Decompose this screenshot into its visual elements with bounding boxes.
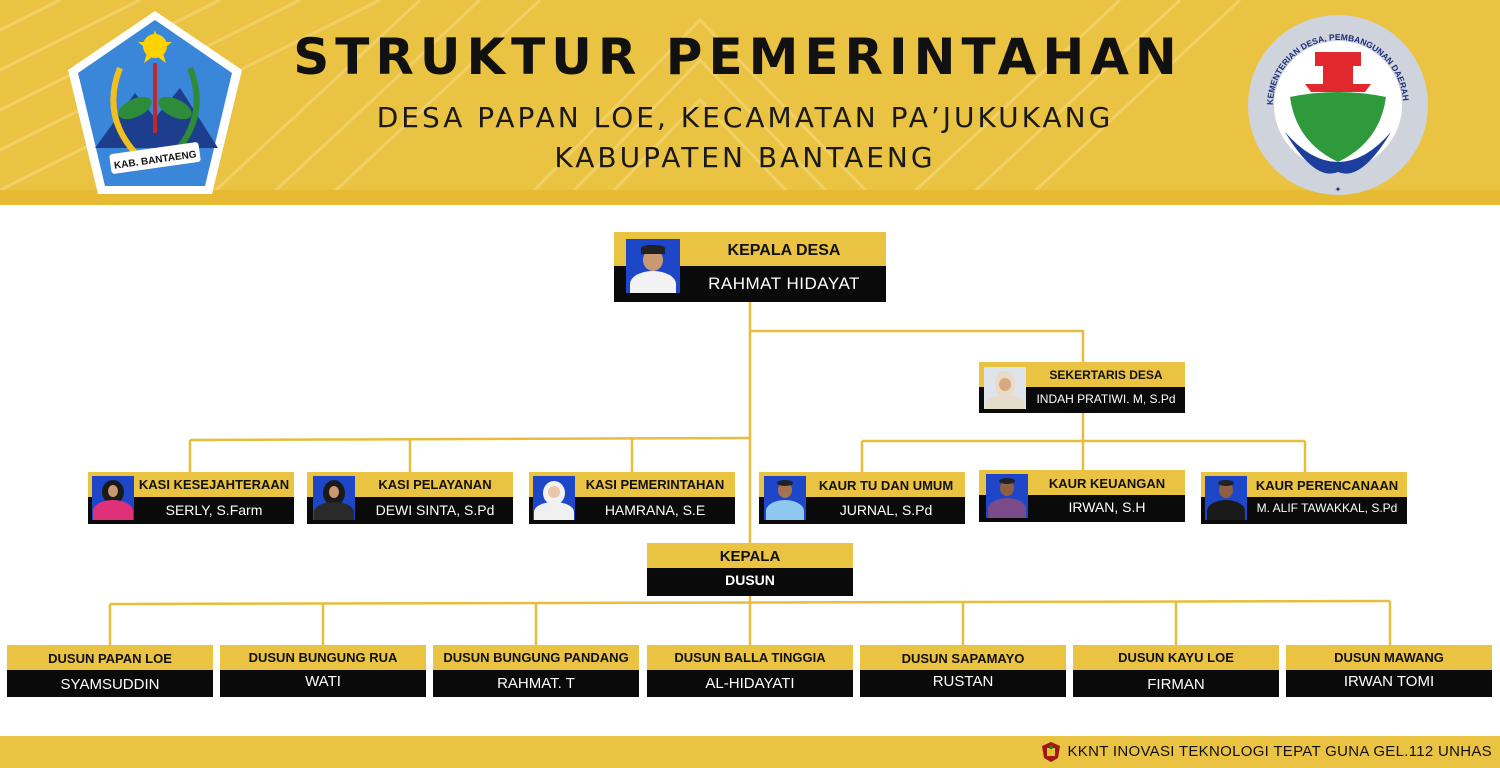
dusun-role: DUSUN BALLA TINGGIA bbox=[674, 650, 826, 665]
kaur-photo bbox=[764, 476, 806, 520]
dusun-card: DUSUN BUNGUNG PANDANG RAHMAT. T bbox=[433, 645, 639, 697]
header-banner: KAB. BANTAENG STRUKTUR PEMERINTAHAN DESA… bbox=[0, 0, 1500, 205]
dusun-name: SYAMSUDDIN bbox=[60, 676, 160, 693]
unhas-emblem-icon bbox=[1042, 742, 1060, 762]
kaur-name: IRWAN, S.H bbox=[1068, 499, 1146, 515]
kaur-card: KAUR TU DAN UMUM JURNAL, S.Pd bbox=[759, 472, 965, 524]
dusun-name: AL-HIDAYATI bbox=[705, 675, 795, 692]
dusun-role: DUSUN KAYU LOE bbox=[1118, 650, 1234, 665]
dusun-role: DUSUN MAWANG bbox=[1334, 650, 1444, 665]
kasi-card: KASI KESEJAHTERAAN SERLY, S.Farm bbox=[88, 472, 294, 524]
sekretaris-name: INDAH PRATIWI. M, S.Pd bbox=[1036, 392, 1176, 406]
kasi-name: DEWI SINTA, S.Pd bbox=[375, 502, 495, 518]
dusun-name: WATI bbox=[305, 673, 341, 690]
kementerian-desa-emblem-icon: KEMENTERIAN DESA, PEMBANGUNAN DAERAH TER… bbox=[1245, 12, 1428, 195]
dusun-card: DUSUN BUNGUNG RUA WATI bbox=[220, 645, 426, 697]
kasi-card: KASI PEMERINTAHAN HAMRANA, S.E bbox=[529, 472, 735, 524]
dusun-card: DUSUN PAPAN LOE SYAMSUDDIN bbox=[7, 645, 213, 697]
kasi-photo bbox=[92, 476, 134, 520]
kasi-name: SERLY, S.Farm bbox=[165, 502, 263, 518]
kab-bantaeng-emblem-icon: KAB. BANTAENG bbox=[68, 11, 242, 194]
kaur-name: M. ALIF TAWAKKAL, S.Pd bbox=[1256, 501, 1398, 515]
kepala-dusun-line2: DUSUN bbox=[725, 572, 775, 588]
kaur-card: KAUR KEUANGAN IRWAN, S.H bbox=[979, 470, 1185, 522]
kaur-photo bbox=[986, 474, 1028, 518]
page-subtitle-line2: KABUPATEN BANTAENG bbox=[554, 141, 936, 174]
kasi-role: KASI PEMERINTAHAN bbox=[585, 477, 725, 492]
page-subtitle-line1: DESA PAPAN LOE, KECAMATAN PA’JUKUKANG bbox=[376, 101, 1114, 134]
kaur-card: KAUR PERENCANAAN M. ALIF TAWAKKAL, S.Pd bbox=[1201, 472, 1407, 524]
kasi-card: KASI PELAYANAN DEWI SINTA, S.Pd bbox=[307, 472, 513, 524]
footer-bar: KKNT INOVASI TEKNOLOGI TEPAT GUNA GEL.11… bbox=[0, 736, 1500, 768]
kepala-desa-name: RAHMAT HIDAYAT bbox=[708, 274, 860, 293]
kaur-name: JURNAL, S.Pd bbox=[839, 502, 933, 518]
dusun-role: DUSUN BUNGUNG PANDANG bbox=[443, 650, 629, 665]
sekretaris-desa-card: SEKERTARIS DESA INDAH PRATIWI. M, S.Pd bbox=[979, 362, 1185, 413]
kepala-dusun-card: KEPALA DUSUN bbox=[647, 543, 853, 596]
kasi-photo bbox=[313, 476, 355, 520]
page-title: STRUKTUR PEMERINTAHAN bbox=[293, 28, 1183, 86]
dusun-name: RAHMAT. T bbox=[497, 675, 575, 692]
dusun-card: DUSUN BALLA TINGGIA AL-HIDAYATI bbox=[647, 645, 853, 697]
svg-text:✦: ✦ bbox=[1335, 185, 1342, 194]
kaur-role: KAUR TU DAN UMUM bbox=[818, 478, 954, 493]
kasi-name: HAMRANA, S.E bbox=[604, 502, 706, 518]
dusun-role: DUSUN SAPAMAYO bbox=[901, 651, 1025, 666]
kepala-dusun-line1: KEPALA bbox=[719, 548, 781, 565]
kaur-role: KAUR PERENCANAAN bbox=[1255, 478, 1399, 493]
kasi-photo bbox=[533, 476, 575, 520]
dusun-name: FIRMAN bbox=[1147, 676, 1205, 693]
kepala-desa-card: KEPALA DESA RAHMAT HIDAYAT bbox=[614, 232, 886, 302]
footer-text: KKNT INOVASI TEKNOLOGI TEPAT GUNA GEL.11… bbox=[1067, 743, 1492, 760]
kaur-photo bbox=[1205, 476, 1247, 520]
header-bottom-strip bbox=[0, 190, 1500, 205]
dusun-card: DUSUN MAWANG IRWAN TOMI bbox=[1286, 645, 1492, 697]
sekretaris-role: SEKERTARIS DESA bbox=[1049, 368, 1163, 382]
dusun-role: DUSUN BUNGUNG RUA bbox=[248, 650, 398, 665]
kepala-desa-photo bbox=[626, 239, 680, 293]
kasi-role: KASI PELAYANAN bbox=[378, 477, 492, 492]
dusun-card: DUSUN KAYU LOE FIRMAN bbox=[1073, 645, 1279, 697]
dusun-name: IRWAN TOMI bbox=[1343, 673, 1435, 690]
dusun-name: RUSTAN bbox=[932, 673, 994, 690]
kaur-role: KAUR KEUANGAN bbox=[1048, 476, 1166, 491]
kepala-desa-role: KEPALA DESA bbox=[727, 242, 841, 259]
dusun-card: DUSUN SAPAMAYO RUSTAN bbox=[860, 645, 1066, 697]
kasi-role: KASI KESEJAHTERAAN bbox=[138, 477, 290, 492]
sekretaris-photo bbox=[984, 367, 1026, 409]
dusun-role: DUSUN PAPAN LOE bbox=[48, 651, 172, 666]
